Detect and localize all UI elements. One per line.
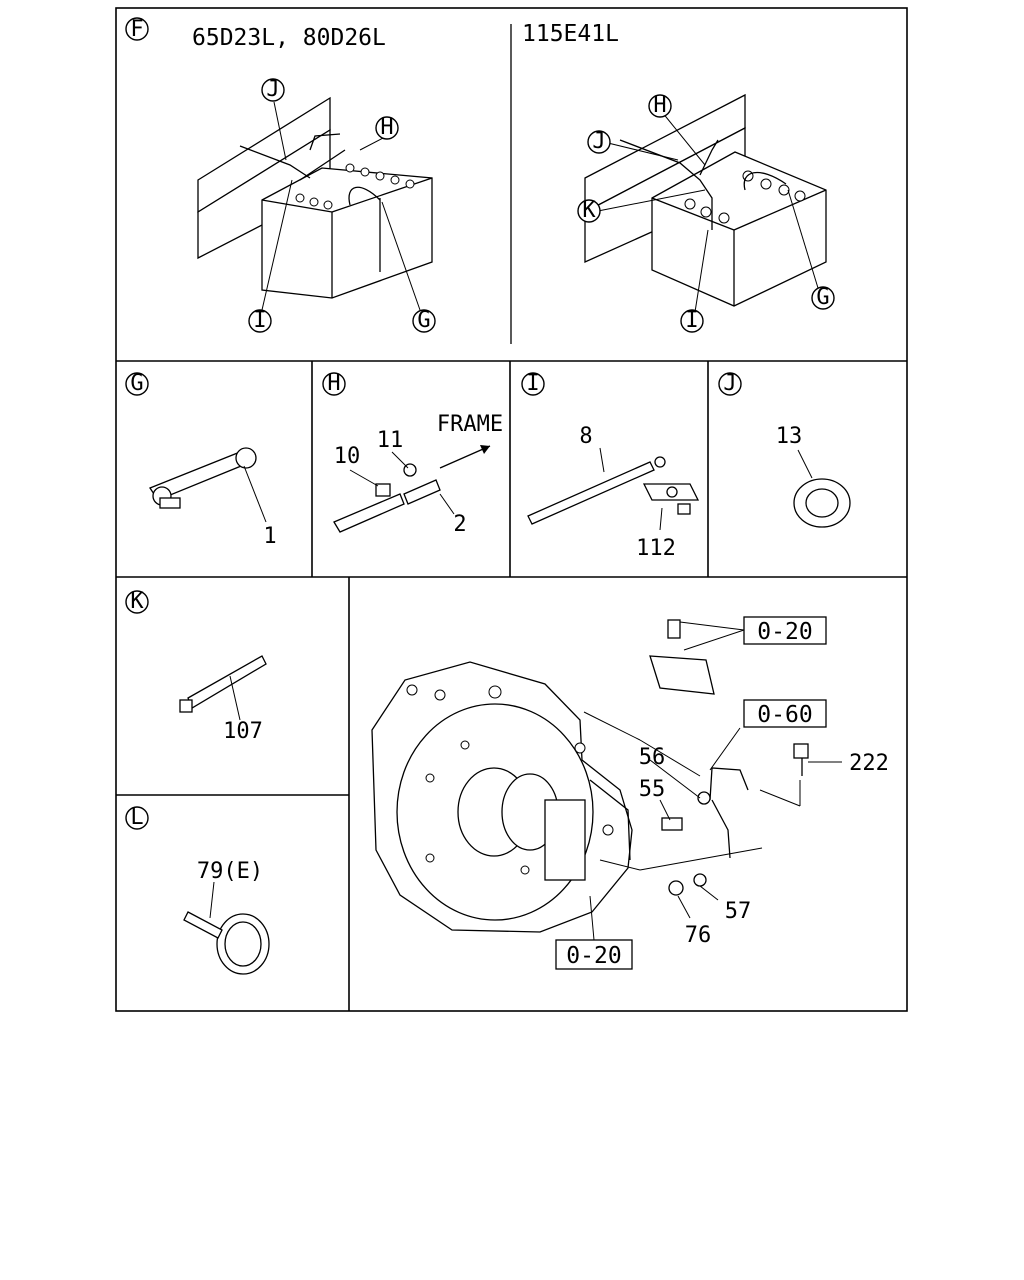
section-h: H FRAME 10 11 2 (322, 371, 503, 537)
section-main: 0-20 0-60 0-20 56 55 222 57 76 (371, 616, 889, 970)
callout-i-right: I (685, 308, 698, 333)
left-variant-label: 65D23L, 80D26L (192, 25, 386, 51)
callout-g-right: G (816, 285, 829, 310)
callout-j-right: J (592, 129, 605, 154)
right-variant-label: 115E41L (522, 21, 619, 47)
section-j: J 13 (718, 371, 851, 528)
battery-large-right (584, 93, 827, 313)
section-f-letter: F (130, 17, 143, 42)
part-13-label: 13 (776, 424, 803, 449)
ref-box-0-60: 0-60 (757, 702, 812, 728)
battery-pair-left (197, 96, 433, 311)
part-222-label: 222 (849, 751, 889, 776)
section-k: K 107 (125, 589, 267, 744)
leader-lines (583, 621, 842, 941)
part-11-label: 11 (377, 428, 404, 453)
part-55-label: 55 (639, 777, 666, 802)
frame-grid (115, 7, 908, 1012)
callout-h-right: H (653, 93, 666, 118)
part-56-label: 56 (639, 745, 666, 770)
callout-j-left: J (266, 77, 279, 102)
section-h-letter: H (327, 371, 340, 396)
section-l-letter: L (130, 805, 143, 830)
section-i-letter: I (526, 371, 539, 396)
part-10-label: 10 (334, 444, 361, 469)
section-f: F 65D23L, 80D26L 115E41L J (125, 17, 835, 333)
section-k-letter: K (130, 589, 144, 614)
section-g: G 1 (125, 371, 277, 549)
section-g-letter: G (130, 371, 143, 396)
ref-box-0-20-bottom: 0-20 (566, 943, 621, 969)
callout-i-left: I (253, 308, 266, 333)
part-2-label: 2 (453, 512, 466, 537)
part-79e-label: 79(E) (197, 859, 263, 884)
part-57-label: 57 (725, 899, 752, 924)
ref-box-0-20-top: 0-20 (757, 619, 812, 645)
flywheel-housing (371, 661, 633, 933)
section-j-letter: J (723, 371, 736, 396)
frame-direction-label: FRAME (437, 412, 503, 437)
part-76-label: 76 (685, 923, 712, 948)
section-i: I 8 112 (521, 371, 700, 561)
part-112-label: 112 (636, 536, 676, 561)
callout-k-right: K (582, 198, 596, 223)
callout-g-left: G (417, 308, 430, 333)
section-l: L 79(E) (125, 805, 270, 975)
part-8-label: 8 (579, 424, 592, 449)
bracket-and-cable (649, 619, 809, 896)
callout-h-left: H (380, 115, 393, 140)
part-107-label: 107 (223, 719, 263, 744)
part-1-label: 1 (263, 524, 276, 549)
